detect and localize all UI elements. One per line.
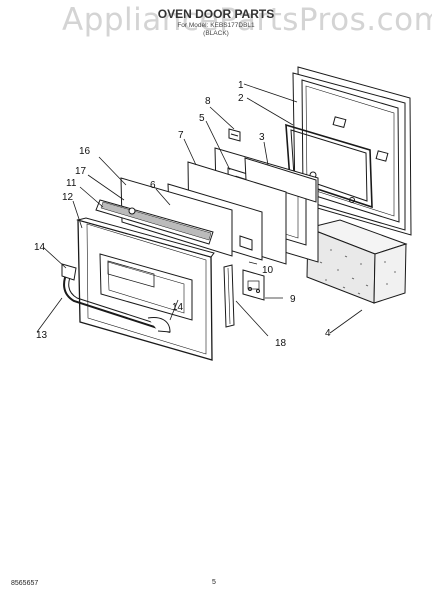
- page-number: 5: [212, 579, 216, 586]
- leader-lines: [36, 83, 363, 337]
- document-number: 8565657: [11, 580, 39, 587]
- watermark: AppliancePartsPros.com: [62, 2, 432, 38]
- callout-2: 2: [238, 93, 244, 104]
- callout-11: 11: [66, 178, 77, 189]
- door-clip: [228, 128, 241, 142]
- callout-4: 4: [325, 328, 331, 339]
- callout-9: 9: [290, 294, 296, 305]
- model-subtitle: For Model: KEBS177DBL1: [177, 22, 255, 29]
- callout-labels: 1 2 3 4 5 6 7 8 9 10 11 12 13 14 14 16 1…: [34, 80, 331, 349]
- door-hinge: [242, 269, 265, 301]
- callout-5: 5: [199, 113, 205, 124]
- callout-10: 10: [262, 265, 274, 276]
- callout-12: 12: [62, 192, 74, 203]
- glass-bracket: [239, 235, 253, 251]
- door-insulation: [306, 219, 408, 304]
- side-trim-strip: [223, 264, 235, 328]
- door-trim: [95, 199, 214, 245]
- door-gasket: [285, 123, 373, 209]
- color-subtitle: (BLACK): [203, 30, 229, 37]
- callout-7: 7: [178, 130, 184, 141]
- callout-14-left: 14: [34, 242, 46, 253]
- callout-3: 3: [259, 132, 265, 143]
- callout-13: 13: [36, 330, 48, 341]
- callout-14-right: 14: [172, 302, 184, 313]
- callout-16: 16: [79, 146, 91, 157]
- callout-17: 17: [75, 166, 87, 177]
- diagram-title: OVEN DOOR PARTS: [157, 7, 275, 21]
- callout-6: 6: [150, 180, 156, 191]
- outer-door-panel: [76, 217, 215, 361]
- callout-1: 1: [238, 80, 244, 91]
- callout-8: 8: [205, 96, 211, 107]
- inner-glass: [244, 157, 317, 203]
- callout-18: 18: [275, 338, 287, 349]
- door-handle: [61, 263, 171, 333]
